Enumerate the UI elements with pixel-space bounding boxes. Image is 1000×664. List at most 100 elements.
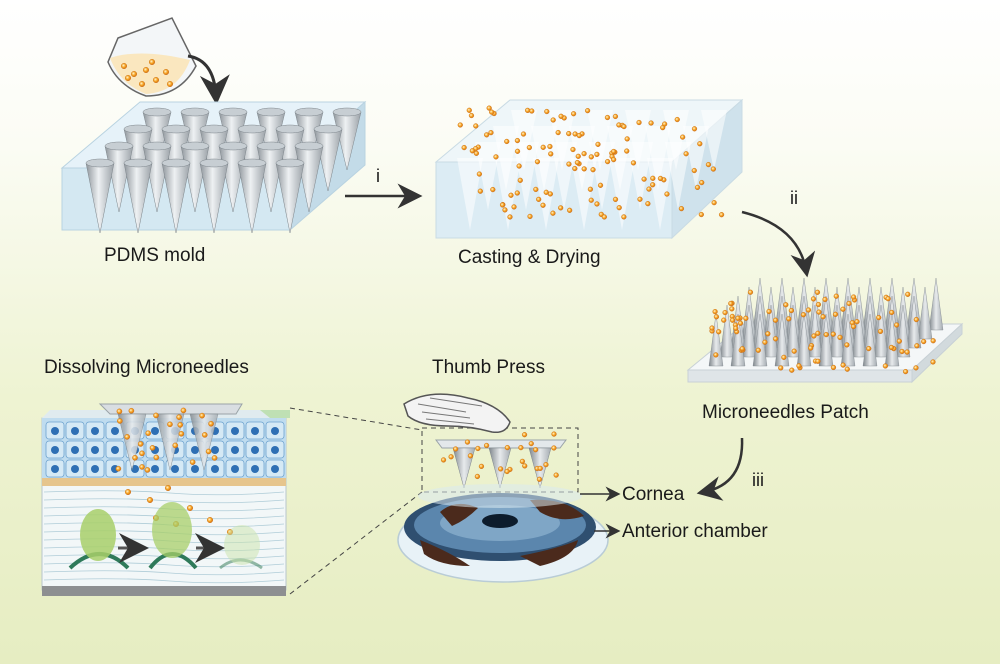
microneedle [840, 313, 856, 367]
drug-particle [876, 314, 882, 321]
drug-particle [558, 205, 564, 211]
drug-particle [899, 348, 905, 355]
drug-particle [534, 159, 541, 165]
drug-particle [177, 422, 184, 428]
drug-particle [152, 76, 159, 83]
drug-particle [766, 308, 772, 315]
drug-particle [796, 363, 802, 369]
drug-particle [711, 200, 717, 206]
drug-particle [728, 300, 734, 307]
drug-particle [504, 444, 510, 451]
drug-particle [536, 476, 543, 482]
microneedle [906, 295, 922, 349]
cell-nucleus [231, 465, 239, 473]
mold-cavity-opening [85, 158, 115, 168]
drug-particle [137, 441, 144, 447]
casting-block [434, 98, 744, 240]
drug-particle [176, 414, 182, 420]
drug-particle [543, 189, 549, 195]
drug-particle [567, 207, 573, 213]
drug-particle [528, 441, 534, 447]
cell-nucleus [271, 465, 279, 473]
drug-particle [533, 447, 539, 453]
cell-nucleus [151, 427, 159, 435]
drug-particle [611, 156, 617, 163]
drug-particle [699, 179, 705, 186]
drug-particle [201, 432, 208, 438]
drug-particle [786, 316, 792, 322]
drug-particle [636, 119, 642, 126]
cast-cavity [701, 110, 727, 170]
mold-cavity-opening [161, 158, 191, 168]
drug-particle [648, 120, 654, 126]
microneedle [752, 313, 768, 367]
drug-particle [476, 171, 482, 177]
drug-particle [721, 317, 727, 323]
drug-particle [739, 346, 745, 352]
drug-particle [713, 314, 720, 320]
drug-particle [612, 113, 619, 120]
cell-nucleus [271, 446, 279, 454]
drug-particle [461, 144, 467, 151]
cell-nucleus [251, 446, 259, 454]
drug-particle [490, 186, 496, 193]
cell-nucleus [251, 465, 259, 473]
drug-particle [116, 408, 123, 415]
drug-particle [594, 201, 600, 207]
microneedle [928, 277, 944, 331]
drug-particle [504, 138, 510, 145]
mold-cavity-opening [218, 141, 248, 151]
drug-particle [130, 70, 137, 77]
drug-particle [149, 445, 156, 451]
drug-particle [913, 316, 919, 323]
stroma-fiber [43, 578, 285, 584]
drug-particle [691, 126, 698, 132]
drug-particle [747, 289, 754, 295]
drug-particle [630, 160, 637, 166]
drug-particle [729, 306, 735, 312]
drug-particle [637, 196, 643, 202]
drug-particle [507, 214, 513, 220]
microneedle-patch [686, 277, 964, 384]
step-arrow-iii [696, 437, 744, 501]
microneedle [829, 304, 845, 358]
microneedle [785, 304, 801, 358]
microneedle [862, 313, 878, 367]
label-cornea: Cornea [622, 484, 685, 505]
mold-cavity-opening [256, 141, 286, 151]
cell-nucleus [91, 446, 99, 454]
drug-particle [698, 211, 704, 218]
mold-cavity-opening [123, 158, 153, 168]
mold-cavity-opening [294, 107, 324, 117]
drug-particle [139, 450, 145, 457]
drug-particle [587, 186, 594, 192]
label-microneedles-patch: Microneedles Patch [702, 402, 869, 423]
drug-particle [484, 132, 490, 138]
drug-particle [148, 59, 155, 66]
mold-cavity-opening [275, 158, 305, 168]
drug-particle [189, 459, 196, 465]
drug-particle [611, 148, 617, 155]
drug-particle [844, 366, 850, 372]
cell-nucleus [71, 446, 79, 454]
drug-particle [850, 323, 857, 330]
drug-particle [488, 130, 494, 136]
drug-particle [172, 442, 179, 449]
drug-particle [755, 347, 761, 353]
drug-particle [894, 322, 900, 328]
cast-cavity [571, 158, 597, 230]
drug-particle [572, 165, 578, 172]
mold-cavity-opening [313, 124, 343, 134]
drug-particle [473, 123, 479, 129]
drug-particle [584, 108, 591, 114]
cell-nucleus [171, 465, 179, 473]
cell-nucleus [71, 427, 79, 435]
drug-particle [902, 368, 909, 375]
drug-particle [518, 445, 524, 451]
drug-particle [467, 453, 474, 459]
drug-particle [483, 442, 490, 449]
drug-particle [762, 339, 768, 345]
stroma-fiber [43, 570, 285, 576]
drug-particle [645, 201, 651, 207]
drug-particle [588, 197, 594, 203]
